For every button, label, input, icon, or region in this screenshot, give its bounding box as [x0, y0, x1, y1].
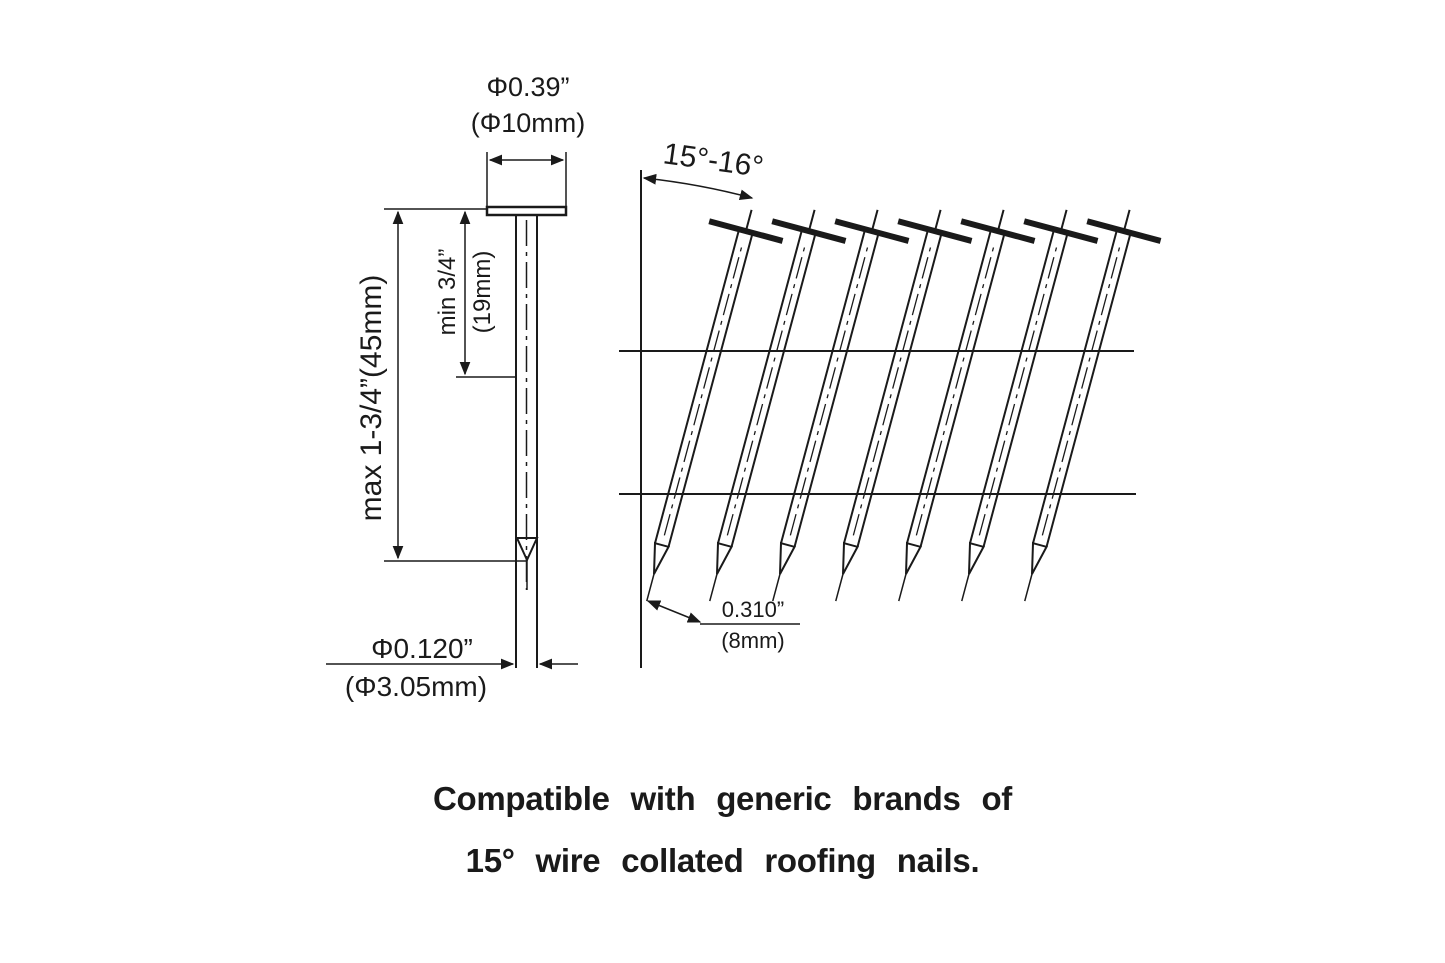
coil-nail-shank-edge — [730, 232, 817, 548]
coil-nail-tip — [835, 573, 844, 602]
coil-nail-centerline — [852, 242, 933, 536]
coil-nail-centerline — [1041, 242, 1122, 536]
coil-nail-shank-edge — [919, 232, 1006, 548]
coil-nail-head — [834, 218, 910, 244]
coil-nail-head — [771, 218, 847, 244]
shank-diameter-label: Φ0.120” — [371, 633, 473, 664]
coil-nail-head-stem — [807, 209, 816, 232]
coil-nail-shank-edge — [717, 229, 804, 544]
coil-nail-head — [1023, 218, 1099, 244]
coil-nail-shank-edge — [654, 229, 741, 544]
coil-nail-head-stem — [1059, 209, 1068, 232]
coil-nail-point — [653, 541, 671, 575]
coil-drawing — [619, 170, 1162, 668]
coil-nail-point — [968, 541, 986, 575]
min-length-mm-label: (19mm) — [469, 251, 496, 334]
pitch-dimension-line — [646, 600, 702, 623]
coil-nail-point — [842, 541, 860, 575]
caption-line-2: 15° wire collated roofing nails. — [465, 842, 980, 879]
coil-nail-head — [897, 218, 973, 244]
coil-nail-head — [960, 218, 1036, 244]
coil-nail-centerline — [726, 242, 807, 536]
coil-nail-shank-edge — [969, 229, 1056, 544]
coil-nail-shank-edge — [1032, 229, 1119, 544]
coil-nail-head-stem — [744, 209, 753, 232]
nail-head — [485, 205, 568, 217]
coil-nail-point — [905, 541, 923, 575]
max-length-label: max 1-3/4”(45mm) — [355, 275, 388, 522]
coil-nail-shank-edge — [793, 232, 880, 548]
coil-nail-head-stem — [933, 209, 942, 232]
coil-nail-shank-edge — [780, 229, 867, 544]
angle-dimension-arc — [642, 173, 754, 201]
pitch-mm-label: (8mm) — [721, 628, 785, 653]
coil-nail-tip — [1024, 573, 1033, 602]
coil-nail-shank-edge — [843, 229, 930, 544]
coil-nail-centerline — [978, 242, 1059, 536]
head-diameter-label: Φ0.39” — [486, 72, 569, 102]
caption-line-1: Compatible with generic brands of — [433, 780, 1012, 817]
single-nail-drawing — [326, 152, 578, 670]
min-length-label: min 3/4” — [434, 249, 461, 336]
coil-nail-tip — [961, 573, 970, 602]
coil-nail-centerline — [789, 242, 870, 536]
coil-nail-point — [716, 541, 734, 575]
coil-nail-centerline — [915, 242, 996, 536]
coil-nail-head-stem — [996, 209, 1005, 232]
coil-nail-shank-edge — [982, 232, 1069, 548]
shank-diameter-mm-label: (Φ3.05mm) — [345, 671, 487, 702]
coil-nail-tip — [772, 573, 781, 602]
nail-point — [515, 537, 539, 563]
coil-nail-tip — [709, 573, 718, 602]
coil-nail-head-stem — [870, 209, 879, 232]
coil-nail-point — [1031, 541, 1049, 575]
coil-nail-point — [779, 541, 797, 575]
coil-nail-head-stem — [1122, 209, 1131, 232]
pitch-label: 0.310” — [722, 597, 784, 622]
coil-nail-head — [1086, 218, 1162, 244]
head-diameter-mm-label: (Φ10mm) — [471, 108, 586, 138]
coil-nail-shank-edge — [906, 229, 993, 544]
angle-label: 15°-16° — [661, 137, 765, 184]
coil-nail-centerline — [663, 242, 744, 536]
coil-nail-tip — [898, 573, 907, 602]
coil-nail-tip — [646, 573, 655, 602]
coil-nail-shank-edge — [856, 232, 943, 548]
coil-nail-shank-edge — [1045, 232, 1132, 548]
coil-nail-shank-edge — [667, 232, 754, 548]
coil-nail-head — [708, 218, 784, 244]
